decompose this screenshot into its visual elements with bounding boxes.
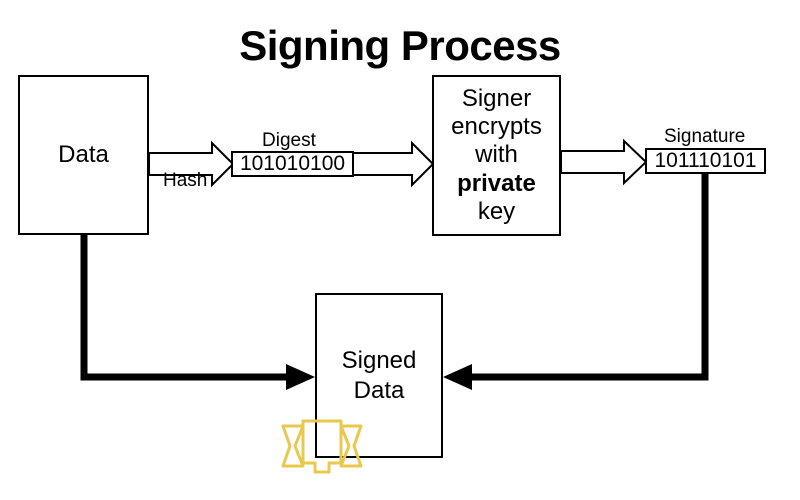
node-signer-line-4-private: private	[457, 169, 536, 197]
node-signature[interactable]: 101110101	[645, 148, 766, 174]
node-signed-data-line-2: Data	[353, 376, 405, 404]
node-data[interactable]: Data	[18, 75, 149, 235]
node-signer[interactable]: Signer encrypts with private key	[432, 75, 561, 236]
node-signer-line-1: Signer	[461, 84, 532, 112]
digest-caption: Digest	[262, 130, 316, 151]
node-signature-value: 101110101	[654, 149, 757, 172]
node-digest[interactable]: 101010100	[231, 151, 354, 177]
data-to-signed-data-connector	[80, 235, 315, 390]
signature-caption: Signature	[664, 126, 746, 147]
digest-to-signer-block-arrow	[352, 140, 435, 188]
node-signed-data-line-1: Signed	[341, 346, 417, 374]
node-digest-value: 101010100	[239, 152, 346, 175]
signature-to-signed-data-connector	[443, 174, 709, 390]
hash-edge-label: Hash	[163, 170, 208, 191]
hash-block-arrow	[148, 140, 235, 188]
node-signer-line-5: key	[477, 197, 516, 225]
node-data-label: Data	[58, 141, 109, 168]
node-signer-line-3: with	[475, 141, 518, 169]
page-title: Signing Process	[239, 22, 561, 69]
node-signed-data[interactable]: Signed Data	[315, 293, 443, 458]
node-signer-line-2: encrypts	[451, 113, 542, 141]
signer-to-signature-block-arrow	[560, 138, 648, 186]
